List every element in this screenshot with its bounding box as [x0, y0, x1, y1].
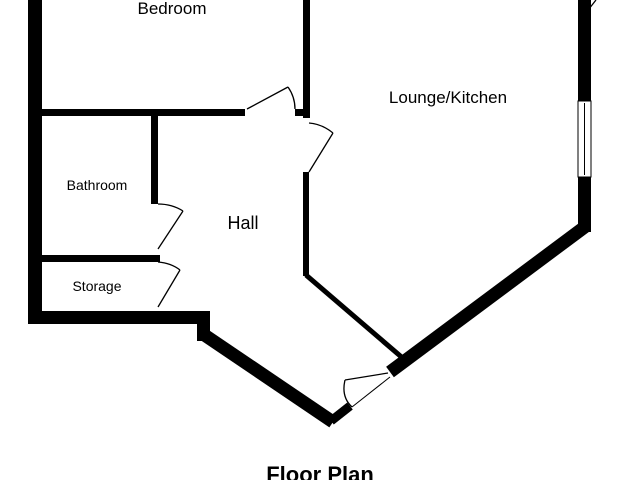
lounge-door — [308, 122, 334, 173]
bathroom-right-wall — [151, 116, 158, 204]
lower-left-diagonal-wall — [199, 328, 337, 428]
lounge-hall-wall — [303, 172, 309, 276]
interior-walls — [42, 0, 310, 276]
bathroom-storage-wall — [42, 255, 160, 262]
bedroom-door — [246, 86, 296, 110]
storage-door — [157, 261, 181, 308]
bedroom-label: Bedroom — [138, 0, 207, 18]
plan-title: Floor Plan — [266, 462, 374, 480]
top-right-door — [584, 0, 597, 15]
interior-diagonal-walls — [304, 273, 407, 362]
entrance-door — [343, 372, 391, 408]
bedroom-door-stub — [295, 109, 310, 116]
bottom-exterior-wall — [28, 311, 210, 324]
lounge-hall-diagonal-wall — [304, 273, 407, 362]
left-exterior-wall — [28, 0, 42, 324]
bedroom-right-wall — [303, 0, 310, 118]
doors — [157, 0, 597, 408]
entrance-left-wall-segment — [328, 402, 353, 425]
hall-label: Hall — [227, 213, 258, 233]
lounge-kitchen-label: Lounge/Kitchen — [389, 88, 507, 107]
bedroom-bottom-wall — [42, 109, 245, 116]
diagonal-exterior-walls — [199, 220, 590, 428]
lounge-window — [577, 100, 592, 178]
lower-right-diagonal-wall — [386, 220, 590, 378]
bathroom-door — [157, 203, 184, 250]
storage-label: Storage — [72, 278, 121, 294]
bathroom-label: Bathroom — [67, 177, 128, 193]
